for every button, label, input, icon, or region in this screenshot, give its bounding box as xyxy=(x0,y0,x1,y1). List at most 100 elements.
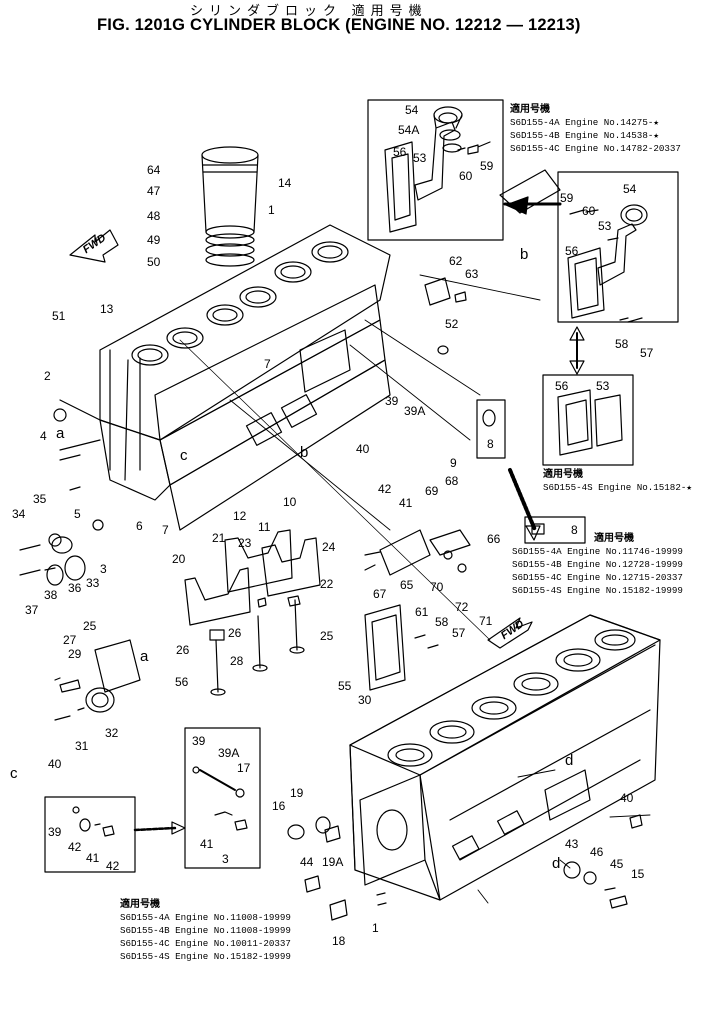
applicability-bottom-line: S6D155-4B Engine No.11008-19999 xyxy=(120,925,291,936)
figure-title: FIG. 1201G CYLINDER BLOCK (ENGINE NO. 12… xyxy=(97,16,581,34)
callout-number: 54 xyxy=(405,103,419,117)
callout-number: 1 xyxy=(268,203,275,217)
callout-number: 45 xyxy=(610,857,624,871)
callout-number: 10 xyxy=(283,495,297,509)
callout-number: 38 xyxy=(44,588,58,602)
callout-number: 57 xyxy=(640,346,654,360)
callout-number: 18 xyxy=(332,934,346,948)
callout-number: 4 xyxy=(40,429,47,443)
fwd-arrow-top xyxy=(69,229,119,263)
callout-number: 40 xyxy=(620,791,634,805)
callout-number: 16 xyxy=(272,799,286,813)
callout-number: 7 xyxy=(162,523,169,537)
callout-number: 54 xyxy=(623,182,637,196)
applicability-right-line: S6D155-4A Engine No.11746-19999 xyxy=(512,546,683,557)
ref-letter-a-pump: a xyxy=(140,648,149,665)
callout-number: 12 xyxy=(233,509,247,523)
callout-number: 66 xyxy=(487,532,501,546)
applicability-top: 適用号機 S6D155-4A Engine No.14275-★ S6D155-… xyxy=(510,103,681,155)
callout-number: 24 xyxy=(322,540,336,554)
main-bearing-caps xyxy=(184,529,321,696)
callout-number: 46 xyxy=(590,845,604,859)
applicability-bottom-header: 適用号機 xyxy=(120,899,160,910)
applicability-right: 適用号機 S6D155-4A Engine No.11746-19999 S6D… xyxy=(512,532,683,597)
applicability-bottom-line: S6D155-4C Engine No.10011-20337 xyxy=(120,938,291,949)
callout-number: 56 xyxy=(555,379,569,393)
callout-number: 51 xyxy=(52,309,66,323)
callout-number: 37 xyxy=(25,603,39,617)
plugs-bottom xyxy=(287,814,643,921)
callout-number: 53 xyxy=(596,379,610,393)
callout-number: 26 xyxy=(176,643,190,657)
callout-number: 39 xyxy=(385,394,399,408)
callout-number: 63 xyxy=(465,267,479,281)
applicability-right-header: 適用号機 xyxy=(594,533,634,544)
applicability-top-line: S6D155-4A Engine No.14275-★ xyxy=(510,117,659,128)
callout-number: 31 xyxy=(75,739,89,753)
callout-number: 71 xyxy=(479,614,493,628)
ref-letter-c-top: c xyxy=(180,447,188,464)
callout-number: 53 xyxy=(598,219,612,233)
callout-number: 23 xyxy=(238,536,252,550)
callout-number: 2 xyxy=(44,369,51,383)
callout-number: 36 xyxy=(68,581,82,595)
applicability-bottom-line: S6D155-4A Engine No.11008-19999 xyxy=(120,912,291,923)
callout-number: 40 xyxy=(356,442,370,456)
callout-number: 42 xyxy=(68,840,82,854)
callout-number: 49 xyxy=(147,233,161,247)
front-cover-parts xyxy=(19,408,104,586)
callout-number: 25 xyxy=(83,619,97,633)
applicability-mid: 適用号機 S6D155-4S Engine No.15182-★ xyxy=(543,468,692,494)
callout-number: 26 xyxy=(228,626,242,640)
callout-number: 72 xyxy=(455,600,469,614)
callout-number: 50 xyxy=(147,255,161,269)
callout-number: 39 xyxy=(48,825,62,839)
callout-number: 65 xyxy=(400,578,414,592)
callout-number: 34 xyxy=(12,507,26,521)
callout-number: 14 xyxy=(278,176,292,190)
ref-letter-c-box: c xyxy=(10,765,18,782)
callout-number: 19 xyxy=(290,786,304,800)
leader-lines xyxy=(229,274,541,531)
callout-number: 15 xyxy=(631,867,645,881)
callout-number: 68 xyxy=(445,474,459,488)
callout-number: 59 xyxy=(560,191,574,205)
callout-number: 43 xyxy=(565,837,579,851)
applicability-bottom: 適用号機 S6D155-4A Engine No.11008-19999 S6D… xyxy=(120,898,291,963)
cylinder-block-bottom xyxy=(349,614,661,901)
callout-number: 69 xyxy=(425,484,439,498)
callout-number: 17 xyxy=(237,761,251,775)
callout-number: 70 xyxy=(430,580,444,594)
callout-number: 35 xyxy=(33,492,47,506)
applicability-mid-header: 適用号機 xyxy=(543,469,583,480)
applicability-right-line: S6D155-4B Engine No.12728-19999 xyxy=(512,559,683,570)
callout-number: 41 xyxy=(399,496,413,510)
callout-number: 13 xyxy=(100,302,114,316)
callout-number: 60 xyxy=(459,169,473,183)
callout-number: 41 xyxy=(200,837,214,851)
callout-number: 11 xyxy=(258,520,271,534)
inlet-detail-box xyxy=(367,99,504,241)
callout-number: 55 xyxy=(338,679,352,693)
fwd-arrow-bottom xyxy=(487,617,533,649)
callout-number: 8 xyxy=(571,523,578,537)
callout-number: 22 xyxy=(320,577,334,591)
callout-number: 9 xyxy=(450,456,457,470)
callout-number: 33 xyxy=(86,576,100,590)
callout-number: 54A xyxy=(398,123,420,137)
callout-number: 32 xyxy=(105,726,119,740)
applicability-right-line: S6D155-4C Engine No.12715-20337 xyxy=(512,572,683,583)
callout-number: 40 xyxy=(48,757,62,771)
ref-letter-d-block: d xyxy=(565,752,574,769)
callout-number: 58 xyxy=(435,615,449,629)
callout-number: 59 xyxy=(480,159,494,173)
applicability-top-header: 適用号機 xyxy=(510,104,550,115)
callout-number: 42 xyxy=(378,482,392,496)
callout-number: 60 xyxy=(582,204,596,218)
callout-number: 21 xyxy=(212,531,226,545)
title-japanese: シリンダブロック 適用号機 xyxy=(190,3,428,18)
callout-number: 29 xyxy=(68,647,82,661)
applicability-mid-line: S6D155-4S Engine No.15182-★ xyxy=(543,482,692,493)
